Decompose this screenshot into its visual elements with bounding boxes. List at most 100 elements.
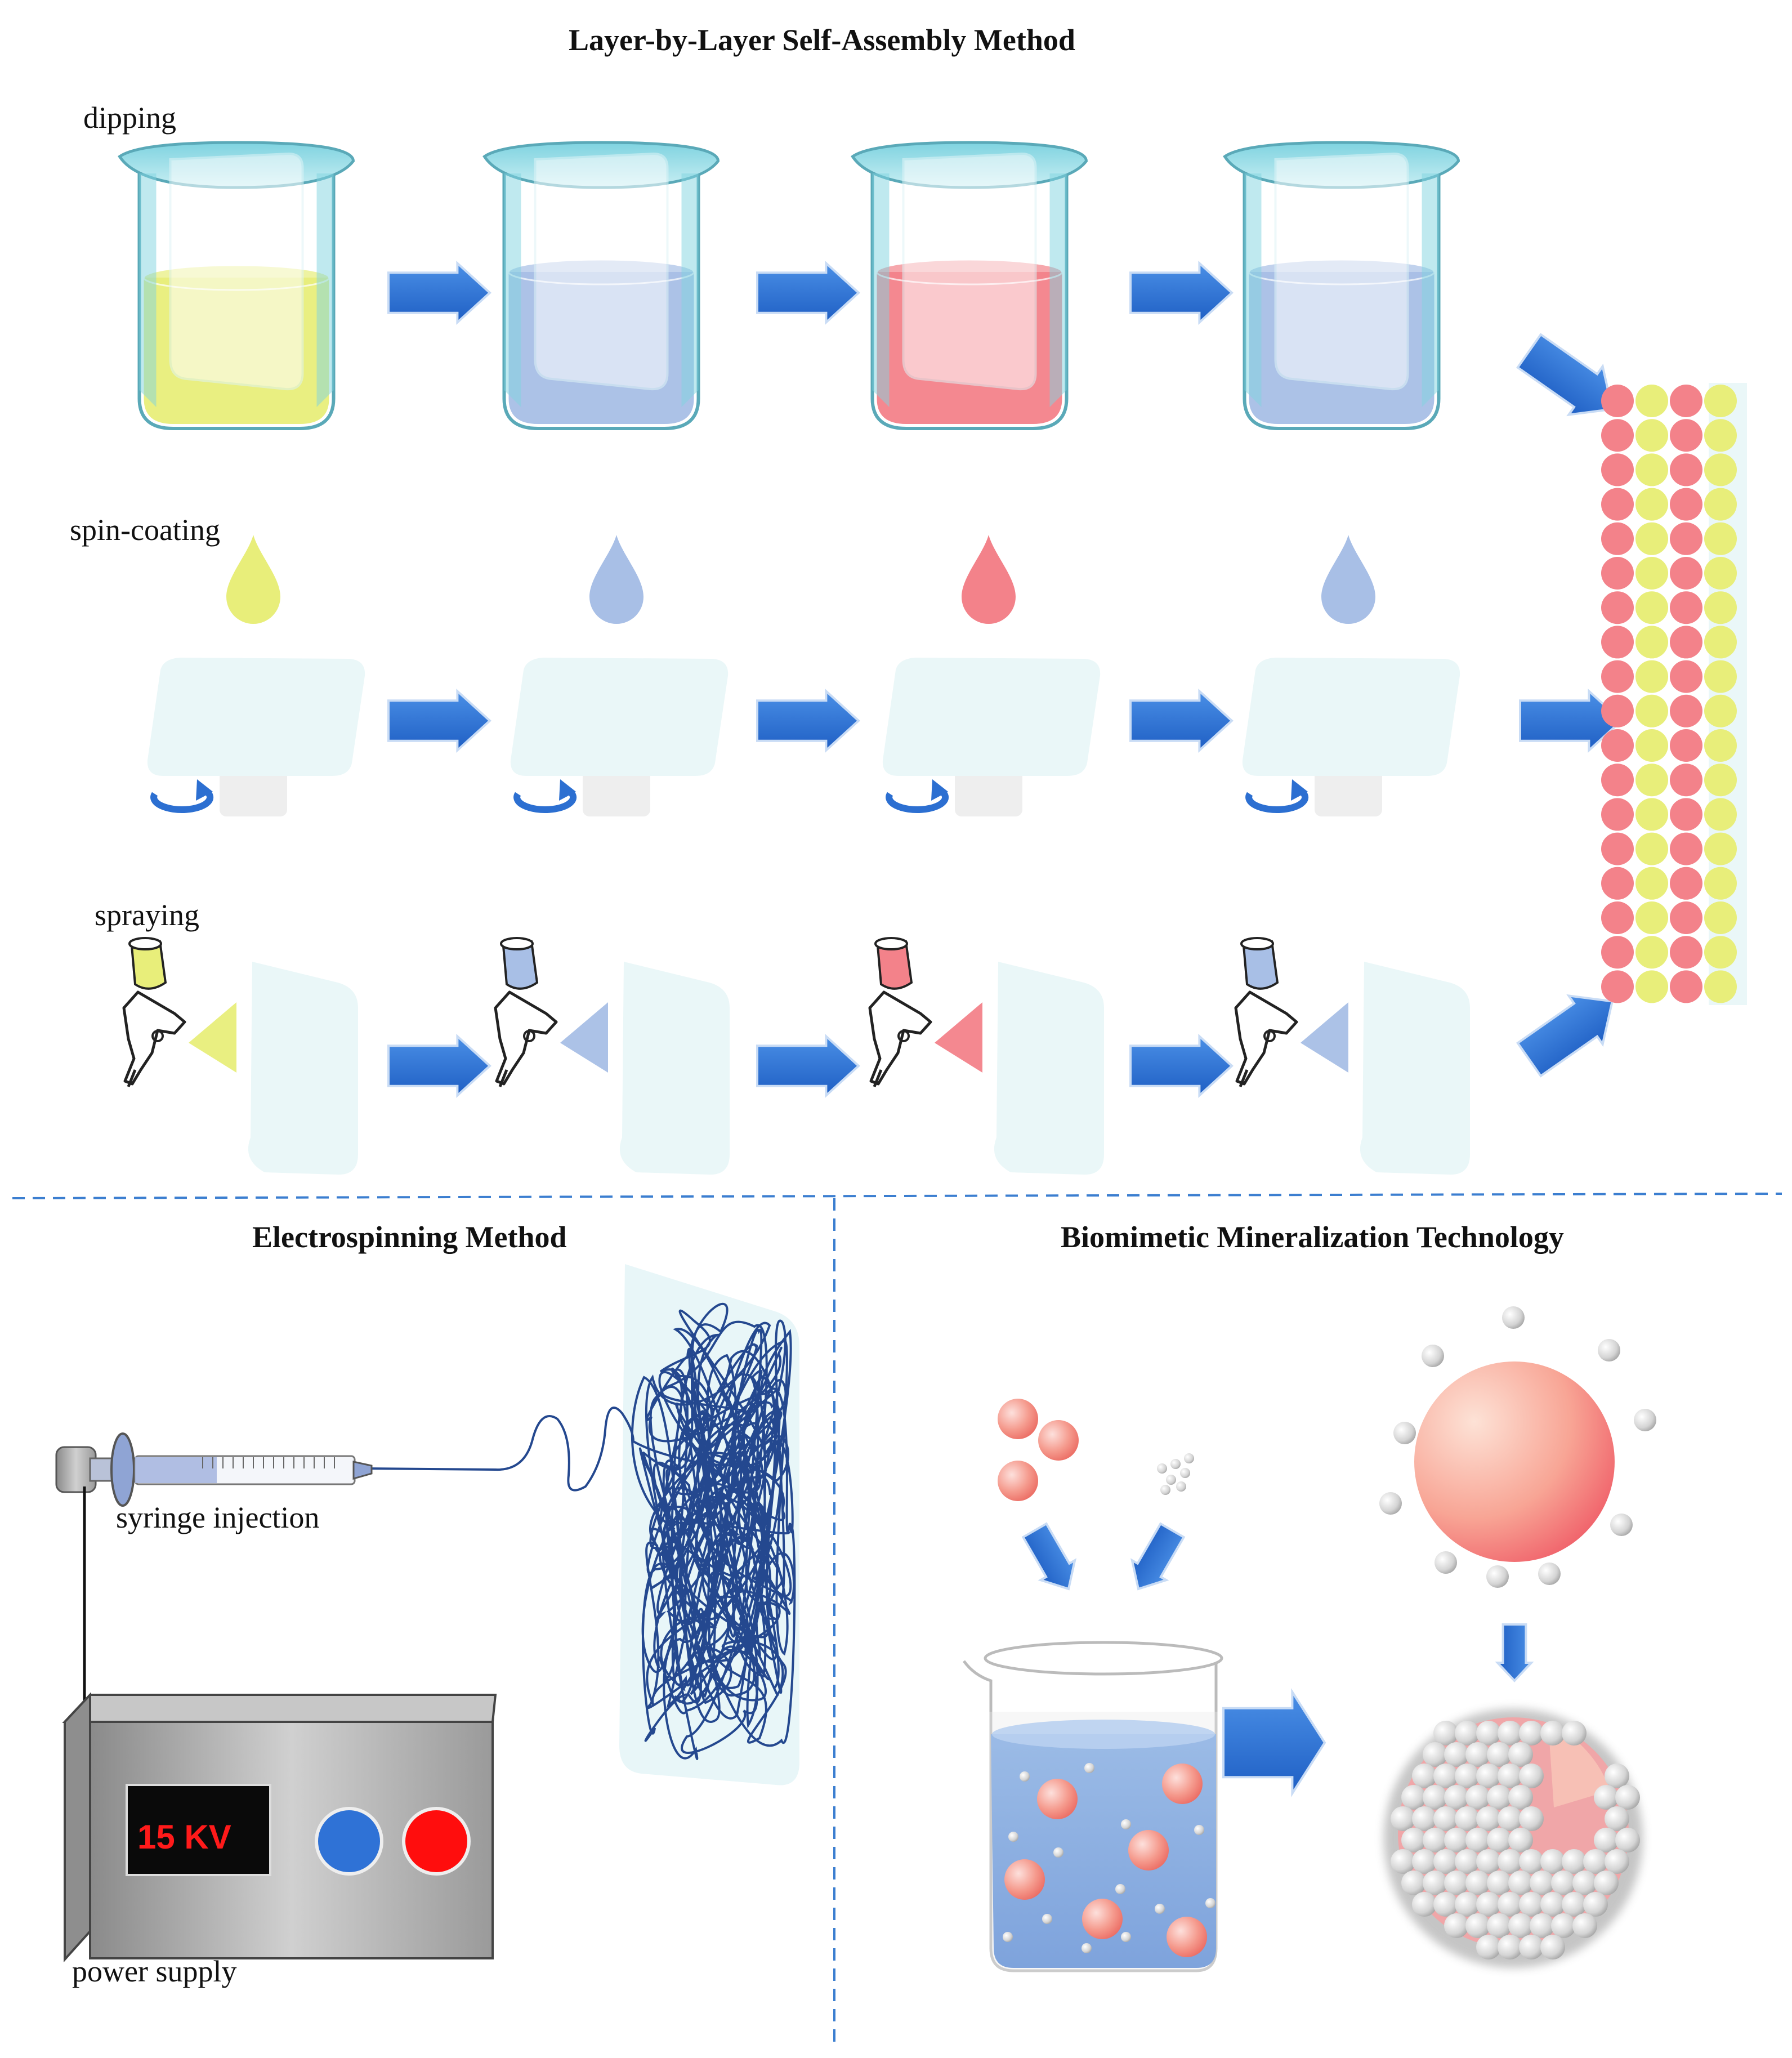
tangled-fiber [631,1302,796,1760]
film-particle [1704,901,1737,934]
mineral-ion [1194,1825,1204,1835]
divider-horizontal [12,1193,1782,1199]
process-arrow [1516,994,1614,1078]
droplet [1321,535,1375,624]
mineral-coating-ball [1423,1742,1447,1767]
film-particle [1635,626,1668,659]
mineral-coating-ball [1551,1870,1576,1895]
mineral-coating-ball [1594,1785,1619,1810]
spray-gun-body [494,990,558,1086]
mineral-coating-ball [1423,1870,1447,1895]
film-particle [1635,832,1668,865]
film-particle [1635,694,1668,727]
film-particle [1635,867,1668,900]
film-particle [1601,557,1634,590]
red-knob [402,1807,471,1876]
mineral-coating-ball [1508,1742,1533,1767]
rotation-arrow [513,779,577,813]
film-particle [1704,626,1737,659]
film-particle [1601,660,1634,693]
mineral-ion [1184,1453,1194,1463]
beaker-rim [984,1641,1223,1676]
film-particle [1635,419,1668,452]
film-particle [1601,419,1634,452]
mineral-coating-ball [1476,1849,1501,1874]
mineral-coating-ball [1562,1849,1587,1874]
film-particle [1670,385,1702,417]
film-particle [1635,522,1668,555]
mineral-coating-ball [1444,1742,1469,1767]
spin-substrate [882,658,1101,776]
film-particle [1704,385,1737,417]
mineral-ion [1166,1475,1176,1485]
mineral-coating-ball [1487,1742,1512,1767]
mineral-ion [1155,1904,1165,1914]
mineral-ion [1084,1763,1094,1773]
film-particle [1635,591,1668,624]
film-particle [1670,522,1702,555]
mineral-coating-ball [1465,1913,1490,1938]
spray-cone [560,1002,608,1073]
mineral-coating-ball [1540,1935,1565,1959]
mineral-coating-ball [1444,1870,1469,1895]
film-particle [1704,936,1737,969]
adsorbed-ion [1598,1339,1620,1361]
mineral-coating-ball [1615,1828,1640,1852]
mineral-coating-ball [1498,1892,1522,1917]
mineral-ion [1121,1932,1131,1942]
mineral-coating-ball [1476,1764,1501,1788]
mineral-coating-ball [1412,1806,1437,1831]
dipping-beaker [851,141,1088,430]
power-supply-label: power supply [72,1954,237,1988]
voltage-display [126,1784,271,1876]
spin-coating-unit [882,535,1101,816]
mineral-coating-ball [1583,1849,1608,1874]
mineral-coating-ball [1540,1849,1565,1874]
beaker-glass [870,168,1069,430]
adsorbed-ion [1538,1563,1561,1585]
voltage-display-text: 15 KV [137,1818,231,1856]
mineral-coating-ball [1433,1806,1458,1831]
mineral-coating-ball [1551,1913,1576,1938]
syringe-liquid [135,1457,217,1483]
mineral-coating-ball [1508,1870,1533,1895]
process-arrow [756,688,860,753]
mineral-coating-ball [1605,1849,1629,1874]
fiber-jet [365,1407,634,1492]
film-particle [1670,694,1702,727]
red-nanoparticle [1004,1859,1045,1900]
film-particle [1670,764,1702,797]
mineral-coating-ball [1615,1785,1640,1810]
mineral-coating-ball [1530,1870,1554,1895]
film-particle [1670,453,1702,486]
mineralized-sphere [1384,1709,1643,1968]
film-particle [1601,591,1634,624]
film-particle [1601,488,1634,521]
multilayer-film [1601,383,1747,1005]
mineral-coating-ball [1423,1828,1447,1852]
film-particle [1670,867,1702,900]
process-arrow [387,688,491,753]
process-arrow [1516,333,1614,417]
film-particle [1670,626,1702,659]
process-arrow [1021,1522,1077,1591]
spraying-unit [868,937,1104,1175]
film-particle [1704,832,1737,865]
spray-cone [1301,1002,1348,1073]
spin-substrate [1242,658,1460,776]
process-arrow [756,260,860,325]
mineral-coating-ball [1465,1870,1490,1895]
substrate-slide [169,152,304,391]
mineral-coating-ball [1508,1785,1533,1810]
mineral-coating-ball [1540,1721,1565,1745]
mineral-coating-ball [1444,1785,1469,1810]
mineral-coating-ball [1465,1785,1490,1810]
red-nanoparticle [1038,1420,1079,1461]
film-particle [1670,591,1702,624]
film-particle [1704,764,1737,797]
spray-substrate [619,962,730,1175]
mineralization-beaker [962,1641,1223,1972]
mineral-coating-ball [1487,1913,1512,1938]
film-particle [1670,901,1702,934]
mineral-coating-ball [1476,1892,1501,1917]
